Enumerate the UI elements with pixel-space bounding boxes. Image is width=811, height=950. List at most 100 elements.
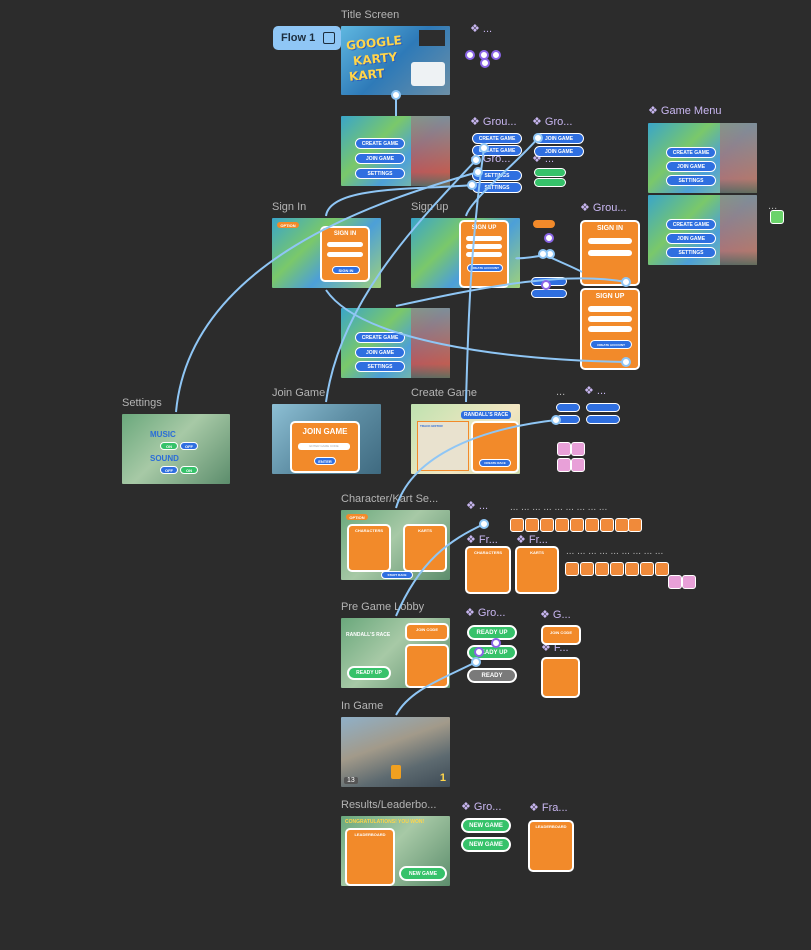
component-label-signin-group[interactable]: ❖ Grou... <box>580 202 627 214</box>
component-label-lobby-group[interactable]: ❖ Gro... <box>465 607 506 619</box>
component-label-lobby-g[interactable]: ❖ G... <box>540 609 571 621</box>
frame-label-sign-in[interactable]: Sign In <box>272 201 307 213</box>
sign-up-component-field-2[interactable] <box>588 316 632 322</box>
start-race-button[interactable]: START RACE <box>381 571 413 579</box>
comp-ready-disabled[interactable]: READY <box>467 668 517 683</box>
lobby-players-component[interactable] <box>541 657 580 698</box>
comp-create-button[interactable]: CREATE GAME <box>472 133 522 144</box>
frame-label-settings[interactable]: Settings <box>122 397 162 409</box>
component-label-results-group[interactable]: ❖ Gro... <box>461 801 502 813</box>
component-label-char-dots[interactable]: ❖ ... <box>466 500 489 512</box>
comp-new-game-button[interactable]: NEW GAME <box>461 818 511 833</box>
component-label-group-1[interactable]: ❖ Grou... <box>470 116 517 128</box>
username-field[interactable] <box>327 242 363 247</box>
component-label-game-menu[interactable]: ❖ Game Menu <box>648 105 722 117</box>
variant-icon[interactable] <box>668 575 682 589</box>
main-menu-frame[interactable]: CREATE GAME JOIN GAME SETTINGS <box>341 116 450 186</box>
menu2-join-button[interactable]: JOIN GAME <box>355 347 405 358</box>
variant-icon[interactable] <box>655 562 669 576</box>
comp-green-small-2[interactable] <box>534 178 566 187</box>
sign-up-component-field-3[interactable] <box>588 326 632 332</box>
signup-field-3[interactable] <box>466 252 502 257</box>
sign-in-component-field-1[interactable] <box>588 238 632 244</box>
variant-icon[interactable] <box>610 562 624 576</box>
menu2-settings-button[interactable]: SETTINGS <box>355 361 405 372</box>
variant-icon[interactable] <box>557 442 571 456</box>
gm2-join-button[interactable]: JOIN GAME <box>666 233 716 244</box>
variant-icon[interactable] <box>625 562 639 576</box>
main-menu-frame-2[interactable]: CREATE GAME JOIN GAME SETTINGS <box>341 308 450 378</box>
component-label-frame-1[interactable]: ❖ Fr... <box>466 534 498 546</box>
variant-icon[interactable] <box>557 458 571 472</box>
comp-new-game-hover[interactable]: NEW GAME <box>461 837 511 852</box>
variant-icon[interactable] <box>565 562 579 576</box>
component-label-menu-plain[interactable]: ... <box>768 200 778 212</box>
variant-icon[interactable] <box>640 562 654 576</box>
comp-enter-button[interactable] <box>556 403 580 412</box>
frame-label-results[interactable]: Results/Leaderbo... <box>341 799 437 811</box>
game-code-input[interactable]: ENTER GAME CODE <box>298 443 350 450</box>
comp-join-button-hover[interactable]: JOIN GAME <box>534 146 584 157</box>
variant-icon[interactable] <box>628 518 642 532</box>
variant-icon[interactable] <box>682 575 696 589</box>
variant-icon[interactable] <box>571 458 585 472</box>
variant-icon[interactable] <box>555 518 569 532</box>
frame-label-in-game[interactable]: In Game <box>341 700 384 712</box>
frame-label-sign-up[interactable]: Sign up <box>411 201 449 213</box>
component-label-group-2[interactable]: ❖ Gro... <box>532 116 573 128</box>
sign-up-component-field-1[interactable] <box>588 306 632 312</box>
new-game-button[interactable]: NEW GAME <box>399 866 447 881</box>
component-label-title[interactable]: ❖ ... <box>470 23 493 35</box>
settings-frame[interactable]: MUSIC ON OFF SOUND OFF ON <box>122 414 230 484</box>
comp-green-small-1[interactable] <box>534 168 566 177</box>
component-label-kart-row[interactable]: ... ... ... ... ... ... ... ... ... <box>566 546 664 557</box>
music-on-toggle[interactable]: ON <box>160 442 178 450</box>
char-option-button[interactable]: OPTION <box>346 514 368 520</box>
pre-game-lobby-frame[interactable]: RANDALL'S RACE READY UP JOIN CODE <box>341 618 450 688</box>
component-label-char-row[interactable]: ... ... ... ... ... ... ... ... ... <box>510 502 608 513</box>
karts-component[interactable]: KARTS <box>515 546 559 594</box>
frame-label-pre-game-lobby[interactable]: Pre Game Lobby <box>341 601 425 613</box>
variant-icon[interactable] <box>770 210 784 224</box>
character-kart-frame[interactable]: OPTION CHARACTERS KARTS START RACE <box>341 510 450 580</box>
comp-create-race-button-hover[interactable] <box>586 415 620 424</box>
comp-create-account-button[interactable] <box>531 289 567 298</box>
sign-in-frame[interactable]: OPTION SIGN IN SIGN IN <box>272 218 381 288</box>
settings-button[interactable]: SETTINGS <box>355 168 405 179</box>
in-game-frame[interactable]: 1 13 <box>341 717 450 787</box>
enter-button[interactable]: ENTER <box>314 457 336 465</box>
gm1-create-button[interactable]: CREATE GAME <box>666 147 716 158</box>
characters-component[interactable]: CHARACTERS <box>465 546 511 594</box>
create-game-button[interactable]: CREATE GAME <box>355 138 405 149</box>
create-race-button[interactable]: CREATE RACE <box>479 459 511 467</box>
create-game-frame[interactable]: RANDALL'S RACE TRACK EDITOR CREATE RACE <box>411 404 520 474</box>
join-code-component[interactable]: JOIN CODE <box>541 625 581 645</box>
sign-in-component-field-2[interactable] <box>588 250 632 256</box>
variant-icon[interactable] <box>595 562 609 576</box>
comp-create-button-hover[interactable]: CREATE GAME <box>472 145 522 156</box>
component-label-lobby-f[interactable]: ❖ F... <box>541 642 569 654</box>
game-menu-component-2[interactable]: CREATE GAME JOIN GAME SETTINGS <box>648 195 757 265</box>
component-label-create-dots[interactable]: ❖ ... <box>584 385 607 397</box>
game-menu-component-1[interactable]: CREATE GAME JOIN GAME SETTINGS <box>648 123 757 193</box>
gm2-create-button[interactable]: CREATE GAME <box>666 219 716 230</box>
frame-label-character-kart[interactable]: Character/Kart Se... <box>341 493 439 505</box>
gm1-settings-button[interactable]: SETTINGS <box>666 175 716 186</box>
variant-icon[interactable] <box>585 518 599 532</box>
frame-label-title-screen[interactable]: Title Screen <box>341 9 400 21</box>
results-frame[interactable]: CONGRATULATIONS! YOU WON! LEADERBOARD NE… <box>341 816 450 886</box>
variant-icon[interactable] <box>525 518 539 532</box>
signup-field-2[interactable] <box>466 244 502 249</box>
comp-ready-up-button[interactable]: READY UP <box>467 625 517 640</box>
component-label-create-plain[interactable]: ... <box>556 386 566 398</box>
variant-icon[interactable] <box>570 518 584 532</box>
join-game-frame[interactable]: JOIN GAME ENTER GAME CODE ENTER <box>272 404 381 474</box>
variant-icon[interactable] <box>510 518 524 532</box>
join-game-button[interactable]: JOIN GAME <box>355 153 405 164</box>
sound-on-toggle[interactable]: ON <box>180 466 198 474</box>
frame-label-create-game[interactable]: Create Game <box>411 387 478 399</box>
option-component[interactable] <box>533 220 555 228</box>
track-map[interactable]: TRACK EDITOR <box>417 421 469 471</box>
ready-up-button[interactable]: READY UP <box>347 666 391 680</box>
sign-in-submit-button[interactable]: SIGN IN <box>332 266 360 274</box>
